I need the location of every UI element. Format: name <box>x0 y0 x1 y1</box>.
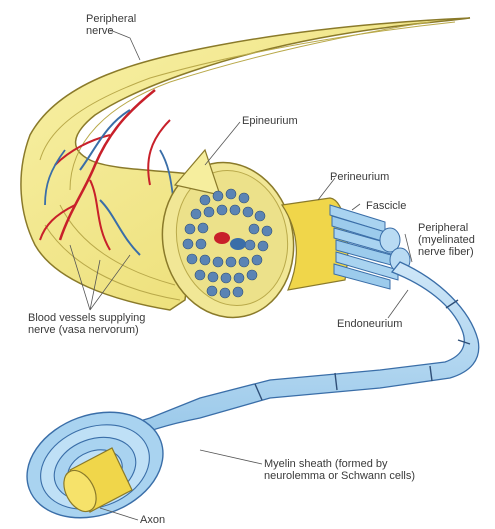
label-epineurium: Epineurium <box>242 115 298 127</box>
label-myelin-line2: neurolemma or Schwann cells) <box>264 470 415 482</box>
label-peripheral-nerve-line2: nerve <box>86 25 114 37</box>
label-fiber-line2: (myelinated <box>418 234 475 246</box>
label-perineurium: Perineurium <box>330 171 389 183</box>
label-fascicle: Fascicle <box>366 200 406 212</box>
label-fiber-line1: Peripheral <box>418 222 468 234</box>
label-fiber-line3: nerve fiber) <box>418 246 474 258</box>
fascicle-bundle <box>330 205 410 289</box>
label-endoneurium: Endoneurium <box>337 318 402 330</box>
label-myelin-line1: Myelin sheath (formed by <box>264 458 388 470</box>
label-axon: Axon <box>140 514 165 526</box>
label-blood-vessels-line2: nerve (vasa nervorum) <box>28 324 139 336</box>
label-blood-vessels-line1: Blood vessels supplying <box>28 312 145 324</box>
label-peripheral-nerve-line1: Peripheral <box>86 13 136 25</box>
